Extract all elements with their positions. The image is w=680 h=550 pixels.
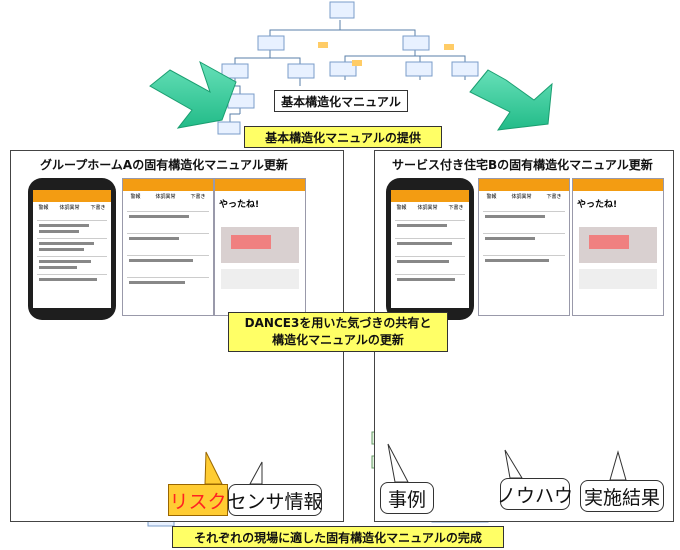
basic-manual-provision-label: 基本構造化マニュアルの提供 bbox=[244, 126, 442, 148]
list-item[interactable] bbox=[129, 259, 193, 262]
list-divider bbox=[395, 220, 465, 221]
list-divider bbox=[127, 255, 209, 256]
left-app-screen-list: 警報 体調異常 下書き bbox=[122, 178, 214, 316]
right-phone-screen: 警報 体調異常 下書き bbox=[391, 190, 469, 308]
tab-condition[interactable]: 体調異常 bbox=[511, 194, 532, 200]
list-item[interactable] bbox=[397, 260, 449, 263]
list-item[interactable] bbox=[129, 215, 189, 218]
completion-label: それぞれの現場に適した固有構造化マニュアルの完成 bbox=[172, 526, 504, 548]
left-panel-title: グループホームAの固有構造化マニュアル更新 bbox=[40, 158, 288, 172]
list-item[interactable] bbox=[129, 281, 185, 284]
tab-alarm[interactable]: 警報 bbox=[486, 194, 497, 200]
list-divider bbox=[483, 255, 565, 256]
right-phone: 警報 体調異常 下書き bbox=[386, 178, 474, 320]
top-tree-nodes bbox=[217, 1, 479, 135]
dance3-line1: DANCE3を用いた気づきの共有と bbox=[244, 316, 432, 330]
photo bbox=[579, 227, 657, 263]
sensor-callout: センサ情報 bbox=[228, 484, 323, 516]
list-divider bbox=[37, 256, 107, 257]
arrow-left-diagonal bbox=[149, 60, 237, 129]
tab-draft[interactable]: 下書き bbox=[448, 205, 464, 211]
list-divider bbox=[37, 238, 107, 239]
dance3-label: DANCE3を用いた気づきの共有と 構造化マニュアルの更新 bbox=[228, 312, 448, 352]
result-callout: 実施結果 bbox=[580, 480, 664, 512]
list-divider bbox=[37, 220, 107, 221]
list-item[interactable] bbox=[39, 260, 91, 263]
app-header bbox=[123, 179, 213, 191]
risk-callout: リスク bbox=[168, 484, 228, 516]
left-phone: 警報 体調異常 下書き bbox=[28, 178, 116, 320]
tab-bar: 警報 体調異常 下書き bbox=[33, 204, 111, 214]
list-divider bbox=[395, 274, 465, 275]
stamp-yatta: やったね! bbox=[577, 200, 618, 210]
list-item[interactable] bbox=[39, 230, 79, 233]
tab-condition[interactable]: 体調異常 bbox=[155, 194, 176, 200]
left-app-screen-stamp: やったね! bbox=[214, 178, 306, 316]
app-header bbox=[391, 190, 469, 202]
tab-alarm[interactable]: 警報 bbox=[38, 205, 49, 211]
highlight bbox=[231, 235, 271, 249]
highlight bbox=[589, 235, 629, 249]
right-panel-title: サービス付き住宅Bの固有構造化マニュアル更新 bbox=[392, 158, 653, 172]
app-header bbox=[215, 179, 305, 191]
tab-bar: 警報 体調異常 下書き bbox=[123, 193, 213, 203]
list-item[interactable] bbox=[39, 266, 77, 269]
list-item[interactable] bbox=[485, 215, 545, 218]
list-divider bbox=[395, 256, 465, 257]
left-phone-screen: 警報 体調異常 下書き bbox=[33, 190, 111, 308]
tab-draft[interactable]: 下書き bbox=[546, 194, 562, 200]
basic-manual-label: 基本構造化マニュアル bbox=[274, 90, 408, 112]
app-header bbox=[479, 179, 569, 191]
list-item[interactable] bbox=[39, 224, 89, 227]
stamp-grid[interactable] bbox=[221, 269, 299, 289]
list-divider bbox=[127, 277, 209, 278]
tab-bar: 警報 体調異常 下書き bbox=[479, 193, 569, 203]
stamp-yatta: やったね! bbox=[219, 200, 260, 210]
list-item[interactable] bbox=[397, 278, 455, 281]
list-item[interactable] bbox=[39, 248, 84, 251]
right-app-screen-list: 警報 体調異常 下書き bbox=[478, 178, 570, 316]
list-item[interactable] bbox=[485, 237, 535, 240]
list-divider bbox=[37, 274, 107, 275]
app-header bbox=[573, 179, 663, 191]
list-divider bbox=[483, 233, 565, 234]
tab-draft[interactable]: 下書き bbox=[90, 205, 106, 211]
list-item[interactable] bbox=[39, 278, 97, 281]
right-app-screen-stamp: やったね! bbox=[572, 178, 664, 316]
list-item[interactable] bbox=[485, 259, 549, 262]
stamp-grid[interactable] bbox=[579, 269, 657, 289]
list-item[interactable] bbox=[39, 242, 94, 245]
dance3-line2: 構造化マニュアルの更新 bbox=[272, 333, 404, 347]
arrow-right-diagonal bbox=[469, 69, 553, 131]
tab-draft[interactable]: 下書き bbox=[190, 194, 206, 200]
tab-bar: 警報 体調異常 下書き bbox=[391, 204, 469, 214]
photo bbox=[221, 227, 299, 263]
list-divider bbox=[127, 211, 209, 212]
list-divider bbox=[127, 233, 209, 234]
knowhow-callout: ノウハウ bbox=[497, 478, 573, 510]
tab-alarm[interactable]: 警報 bbox=[130, 194, 141, 200]
case-callout: 事例 bbox=[380, 482, 434, 514]
tab-condition[interactable]: 体調異常 bbox=[417, 205, 438, 211]
tab-condition[interactable]: 体調異常 bbox=[59, 205, 80, 211]
list-item[interactable] bbox=[397, 242, 452, 245]
list-divider bbox=[395, 238, 465, 239]
list-divider bbox=[483, 211, 565, 212]
list-item[interactable] bbox=[129, 237, 179, 240]
app-header bbox=[33, 190, 111, 202]
list-item[interactable] bbox=[397, 224, 447, 227]
tab-alarm[interactable]: 警報 bbox=[396, 205, 407, 211]
